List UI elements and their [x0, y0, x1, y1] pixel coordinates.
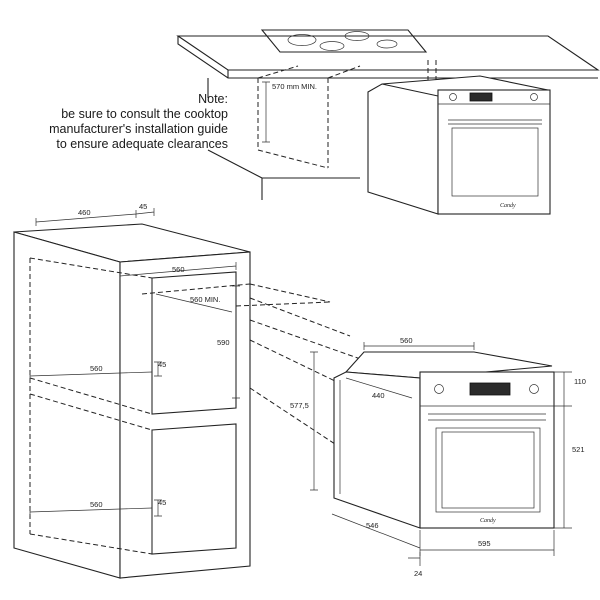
cabinet-unit: 460 45 560 560 MIN. 590 560 45 560 45 — [13, 202, 251, 579]
top-oven-knob-left-icon — [449, 93, 457, 101]
oven-display — [469, 382, 511, 396]
oven-depth-546: 546 — [366, 521, 379, 530]
cabinet-width-560-top: 560 — [172, 265, 185, 274]
cabinet-gap-45-bottom: 45 — [158, 498, 166, 507]
note-line-3: manufacturer's installation guide — [49, 122, 228, 136]
countertop — [176, 35, 600, 98]
cabinet-depth-460: 460 — [78, 208, 91, 217]
burner-1-icon — [287, 34, 317, 46]
burner-2-icon — [344, 31, 370, 41]
oven-knob-left-icon — [434, 384, 444, 394]
cabinet-width-560-bottom: 560 — [90, 500, 103, 509]
burner-4-icon — [376, 39, 398, 49]
oven-handle — [428, 413, 546, 421]
oven-brand: Candy — [480, 518, 496, 524]
note-line-2: be sure to consult the cooktop — [61, 107, 228, 121]
top-oven-knob-right-icon — [530, 93, 538, 101]
oven-body-521: 521 — [572, 445, 585, 454]
oven-depth-440: 440 — [372, 391, 385, 400]
alignment-lines — [141, 283, 421, 501]
oven-knob-right-icon — [529, 384, 539, 394]
note-line-1: Note: — [198, 92, 228, 106]
oven-width-560: 560 — [400, 336, 413, 345]
cooktop — [260, 29, 428, 53]
installation-note: Note: be sure to consult the cooktop man… — [40, 92, 228, 152]
top-oven-display — [469, 92, 493, 102]
cabinet-width-560-mid: 560 — [90, 364, 103, 373]
note-line-4: to ensure adequate clearances — [56, 137, 228, 151]
oven-front-24: 24 — [414, 569, 422, 578]
cabinet-height-590: 590 — [217, 338, 230, 347]
top-installation-scene: 570 mm MIN. Candy — [176, 29, 600, 215]
oven-height-577: 577,5 — [290, 401, 309, 410]
cabinet-depth-560-min: 560 MIN. — [190, 295, 220, 304]
clearance-label: 570 mm MIN. — [272, 82, 317, 91]
top-oven-brand: Candy — [500, 203, 516, 209]
cabinet-gap-45-mid: 45 — [158, 360, 166, 369]
oven-panel-110: 110 — [574, 377, 586, 386]
oven-unit: Candy 577,5 560 440 110 521 546 595 24 — [290, 336, 586, 578]
cabinet-top-45: 45 — [139, 202, 147, 211]
oven-width-595: 595 — [478, 539, 491, 548]
burner-3-icon — [319, 41, 345, 51]
top-oven: Candy — [367, 75, 551, 215]
